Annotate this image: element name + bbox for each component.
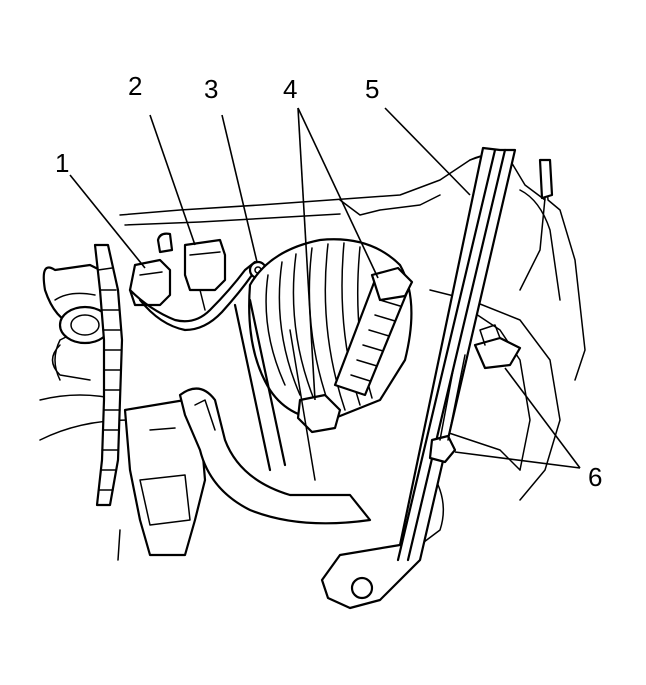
leader-1 [69,174,146,269]
clamp-lower [296,393,342,434]
callout-2: 2 [128,71,142,101]
leader-3 [221,114,258,263]
inner-frame-rail [233,298,316,481]
leader-lines [69,107,581,469]
left-intake-assembly [42,263,117,381]
left-coiled-hose [93,243,124,507]
right-clips [428,324,522,464]
callout-1: 1 [55,148,69,178]
connector-2 [156,232,227,292]
connector-1 [128,258,172,307]
callout-4: 4 [283,74,297,104]
callout-6: 6 [588,462,602,492]
leader-4a [297,107,379,279]
clamp-upper [370,266,414,302]
callout-3: 3 [204,74,218,104]
callout-labels: 1 2 3 4 5 6 [55,71,602,492]
right-vertical-tube [519,158,554,291]
leader-2 [149,114,196,246]
lower-pipe [178,387,372,525]
leader-5 [384,107,471,196]
wiring-harness [128,260,257,332]
leader-4b [297,107,316,401]
leader-6b [454,451,581,469]
callout-5: 5 [365,74,379,104]
strut-bar [320,146,517,610]
leader-6a [504,367,581,469]
